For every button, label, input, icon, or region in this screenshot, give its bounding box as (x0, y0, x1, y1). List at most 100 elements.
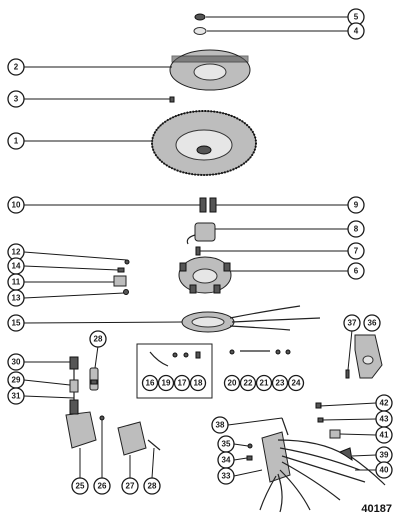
svg-text:3: 3 (14, 95, 19, 104)
callout-30: 30 (7, 353, 25, 371)
callout-18: 18 (189, 374, 207, 392)
svg-text:17: 17 (178, 379, 187, 388)
svg-text:20: 20 (228, 379, 237, 388)
mount-bracket-part (345, 334, 383, 379)
callout-37: 37 (343, 314, 361, 332)
spark-plug-part (69, 356, 99, 400)
svg-text:4: 4 (354, 27, 359, 36)
svg-text:9: 9 (354, 201, 359, 210)
callout-28-top: 28 (89, 330, 107, 348)
callout-36: 36 (363, 314, 381, 332)
svg-text:39: 39 (380, 451, 389, 460)
callout-19: 19 (157, 374, 175, 392)
callout-3: 3 (7, 90, 25, 108)
callout-42: 42 (375, 394, 393, 412)
svg-text:33: 33 (222, 472, 231, 481)
svg-text:40: 40 (380, 466, 389, 475)
svg-text:28: 28 (94, 335, 103, 344)
svg-text:29: 29 (12, 376, 21, 385)
ignition-coil-parts (65, 399, 161, 456)
callout-41: 41 (375, 426, 393, 444)
nut-part (193, 13, 207, 35)
svg-text:30: 30 (12, 358, 21, 367)
svg-text:28: 28 (148, 482, 157, 491)
svg-text:1: 1 (14, 137, 19, 146)
svg-text:15: 15 (12, 319, 21, 328)
svg-text:22: 22 (244, 379, 253, 388)
svg-text:6: 6 (354, 267, 359, 276)
screw-part (195, 246, 201, 256)
svg-text:43: 43 (380, 415, 389, 424)
callout-8: 8 (347, 220, 365, 238)
svg-text:7: 7 (354, 247, 359, 256)
callout-20: 20 (223, 374, 241, 392)
callout-14: 14 (7, 257, 25, 275)
svg-text:25: 25 (76, 482, 85, 491)
svg-text:37: 37 (348, 319, 357, 328)
flywheel-part (151, 110, 257, 176)
callout-21: 21 (255, 374, 273, 392)
bracket-parts (113, 259, 130, 295)
callout-24: 24 (287, 374, 305, 392)
callout-26: 26 (93, 477, 111, 495)
svg-text:36: 36 (368, 319, 377, 328)
svg-text:23: 23 (276, 379, 285, 388)
callout-43: 43 (375, 410, 393, 428)
callout-15: 15 (7, 314, 25, 332)
clip-kit-box (136, 343, 213, 399)
svg-text:26: 26 (98, 482, 107, 491)
callout-2: 2 (7, 58, 25, 76)
brush-part (199, 197, 217, 213)
leader-lines (23, 16, 377, 479)
callout-40: 40 (375, 461, 393, 479)
callout-17: 17 (173, 374, 191, 392)
svg-text:14: 14 (12, 262, 21, 271)
svg-text:10: 10 (12, 201, 21, 210)
key-part (169, 96, 175, 103)
callout-33: 33 (217, 467, 235, 485)
svg-text:5: 5 (354, 13, 359, 22)
svg-text:31: 31 (12, 392, 21, 401)
callout-5: 5 (347, 8, 365, 26)
svg-text:34: 34 (222, 456, 231, 465)
callout-13: 13 (7, 289, 25, 307)
callout-27: 27 (121, 477, 139, 495)
callout-39: 39 (375, 446, 393, 464)
stator-part (178, 256, 232, 294)
svg-text:13: 13 (12, 294, 21, 303)
callout-31: 31 (7, 387, 25, 405)
svg-text:12: 12 (12, 248, 21, 257)
terminal-hardware-parts (229, 349, 291, 355)
callout-29: 29 (7, 371, 25, 389)
callout-23: 23 (271, 374, 289, 392)
svg-text:38: 38 (216, 421, 225, 430)
callout-11: 11 (7, 273, 25, 291)
svg-text:21: 21 (260, 379, 269, 388)
svg-text:11: 11 (12, 278, 21, 287)
svg-text:24: 24 (292, 379, 301, 388)
callout-25: 25 (71, 477, 89, 495)
trigger-part (186, 222, 216, 245)
callout-4: 4 (347, 22, 365, 40)
callout-35: 35 (217, 435, 235, 453)
svg-text:2: 2 (14, 63, 19, 72)
svg-text:27: 27 (126, 482, 135, 491)
callout-10: 10 (7, 196, 25, 214)
flywheel-cover-part (169, 49, 251, 91)
callout-1: 1 (7, 132, 25, 150)
svg-text:16: 16 (146, 379, 155, 388)
callout-9: 9 (347, 196, 365, 214)
svg-text:42: 42 (380, 399, 389, 408)
callout-38: 38 (211, 416, 229, 434)
callout-34: 34 (217, 451, 235, 469)
callout-28-bottom: 28 (143, 477, 161, 495)
svg-text:18: 18 (194, 379, 203, 388)
svg-text:8: 8 (354, 225, 359, 234)
svg-text:41: 41 (380, 431, 389, 440)
svg-text:19: 19 (162, 379, 171, 388)
callout-6: 6 (347, 262, 365, 280)
diagram-reference-number: 40187 (361, 503, 392, 515)
callout-22: 22 (239, 374, 257, 392)
clip-kit-parts (149, 351, 201, 367)
